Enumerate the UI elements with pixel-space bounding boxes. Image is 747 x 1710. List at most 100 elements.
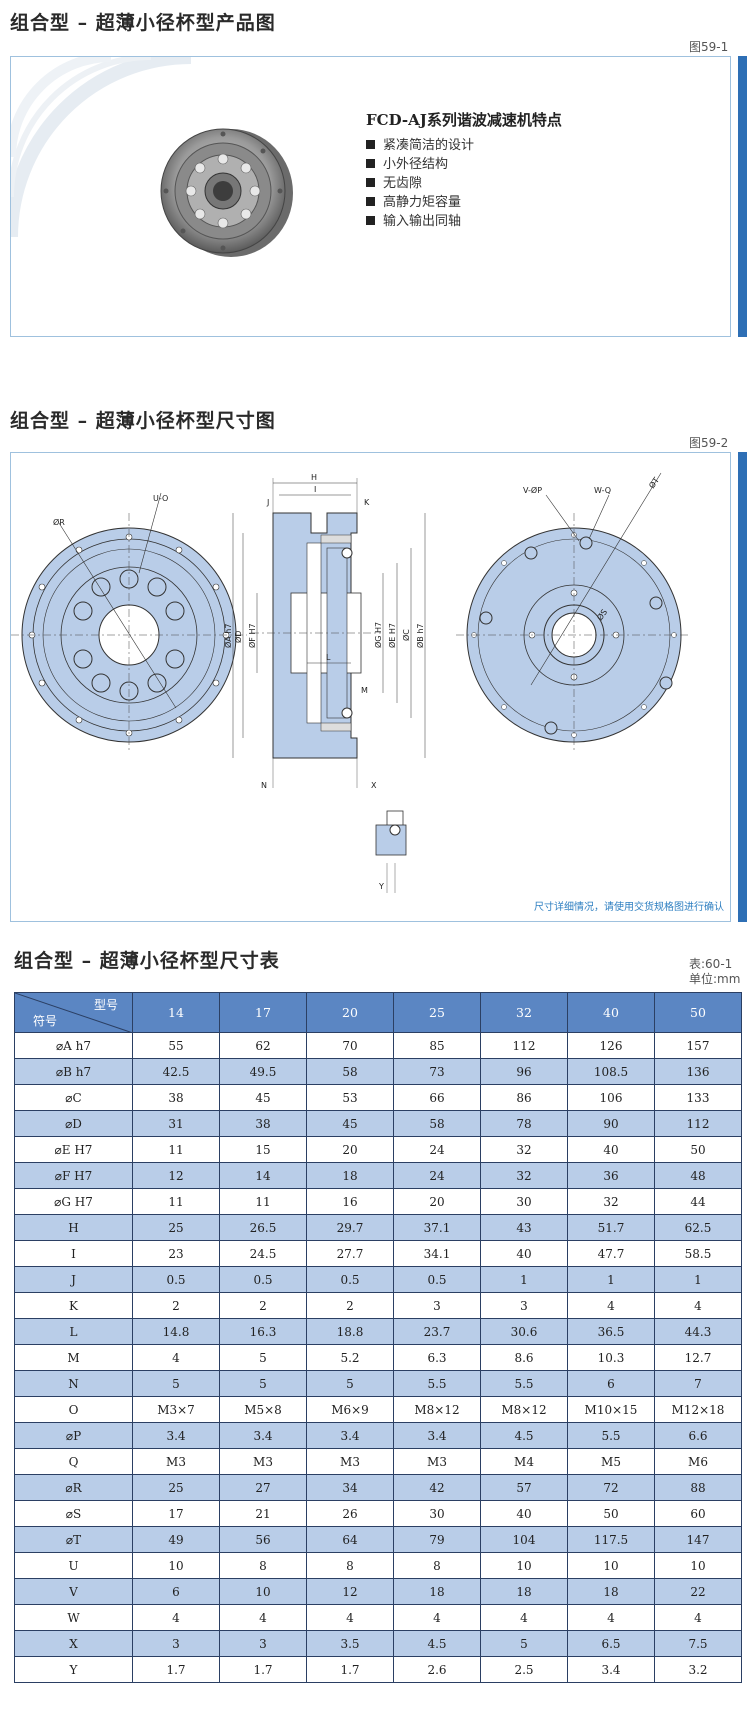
value-cell: M6 [654,1448,742,1475]
value-cell: 3.5 [306,1630,394,1657]
value-cell: 2.5 [480,1656,568,1683]
value-cell: 47.7 [567,1240,655,1267]
value-cell: 38 [132,1084,220,1111]
value-cell: M3 [393,1448,481,1475]
value-cell: 29.7 [306,1214,394,1241]
value-cell: 30 [480,1188,568,1215]
value-cell: 157 [654,1032,742,1059]
value-cell: 6 [132,1578,220,1605]
value-cell: 12.7 [654,1344,742,1371]
value-cell: 34.1 [393,1240,481,1267]
value-cell: 25 [132,1214,220,1241]
value-cell: 32 [480,1136,568,1163]
value-cell: 40 [480,1500,568,1527]
value-cell: 20 [393,1188,481,1215]
value-cell: 58 [306,1058,394,1085]
value-cell: 4.5 [393,1630,481,1657]
value-cell: 34 [306,1474,394,1501]
label-L: L [326,653,331,662]
symbol-cell: ⌀F H7 [14,1162,133,1189]
bullet-square-icon [366,159,375,168]
label-D: ØD [233,631,243,643]
value-cell: 79 [393,1526,481,1553]
model-header: 14 [132,992,220,1033]
model-header: 40 [567,992,655,1033]
label-R: ØR [53,517,65,527]
value-cell: 48 [654,1162,742,1189]
label-N: N [261,781,267,790]
label-UO: U-O [153,494,168,503]
value-cell: 5.2 [306,1344,394,1371]
value-cell: 27 [219,1474,307,1501]
figure-number-1: 图59-1 [689,40,729,54]
value-cell: 3 [393,1292,481,1319]
symbol-cell: J [14,1266,133,1293]
symbol-cell: ⌀B h7 [14,1058,133,1085]
symbol-cell: Q [14,1448,133,1475]
value-cell: 1.7 [219,1656,307,1683]
value-cell: 6.6 [654,1422,742,1449]
value-cell: 3.4 [306,1422,394,1449]
section2-title: 组合型 – 超薄小径杯型尺寸图 [10,410,276,432]
decorative-arcs [11,57,192,238]
label-T: ØT [646,475,661,490]
value-cell: 55 [132,1032,220,1059]
section1-title: 组合型 – 超薄小径杯型产品图 [10,12,276,34]
value-cell: 7.5 [654,1630,742,1657]
value-cell: 108.5 [567,1058,655,1085]
value-cell: 0.5 [219,1266,307,1293]
value-cell: 3 [132,1630,220,1657]
value-cell: 49.5 [219,1058,307,1085]
value-cell: 18 [567,1578,655,1605]
value-cell: 5.5 [393,1370,481,1397]
value-cell: 8 [306,1552,394,1579]
drawing-note: 尺寸详细情况，请使用交货规格图进行确认 [534,902,724,913]
value-cell: 14.8 [132,1318,220,1345]
symbol-cell: ⌀R [14,1474,133,1501]
value-cell: 4 [393,1604,481,1631]
value-cell: 26.5 [219,1214,307,1241]
value-cell: 4 [567,1604,655,1631]
value-cell: 62.5 [654,1214,742,1241]
bullet-square-icon [366,140,375,149]
value-cell: 43 [480,1214,568,1241]
corner-model-label: 型号 [93,998,118,1012]
value-cell: 15 [219,1136,307,1163]
value-cell: 50 [567,1500,655,1527]
label-X: X [371,781,377,790]
value-cell: 147 [654,1526,742,1553]
value-cell: 2 [306,1292,394,1319]
feature-item: 紧凑简洁的设计 [366,136,562,155]
value-cell: 5 [132,1370,220,1397]
value-cell: 2 [219,1292,307,1319]
feature-item: 高静力矩容量 [366,193,562,212]
value-cell: 4 [306,1604,394,1631]
value-cell: 26 [306,1500,394,1527]
value-cell: 1 [567,1266,655,1293]
value-cell: 117.5 [567,1526,655,1553]
corner-diagonal [15,993,133,1033]
figure-number-2: 图59-2 [689,436,729,450]
value-cell: 21 [219,1500,307,1527]
value-cell: M8×12 [480,1396,568,1423]
feature-item: 输入输出同轴 [366,212,562,231]
value-cell: 22 [654,1578,742,1605]
label-E: ØE H7 [387,623,397,648]
value-cell: 88 [654,1474,742,1501]
value-cell: 4 [654,1604,742,1631]
label-VP: V-ØP [523,485,542,495]
value-cell: M8×12 [393,1396,481,1423]
value-cell: 17 [132,1500,220,1527]
value-cell: 12 [306,1578,394,1605]
value-cell: M3 [132,1448,220,1475]
